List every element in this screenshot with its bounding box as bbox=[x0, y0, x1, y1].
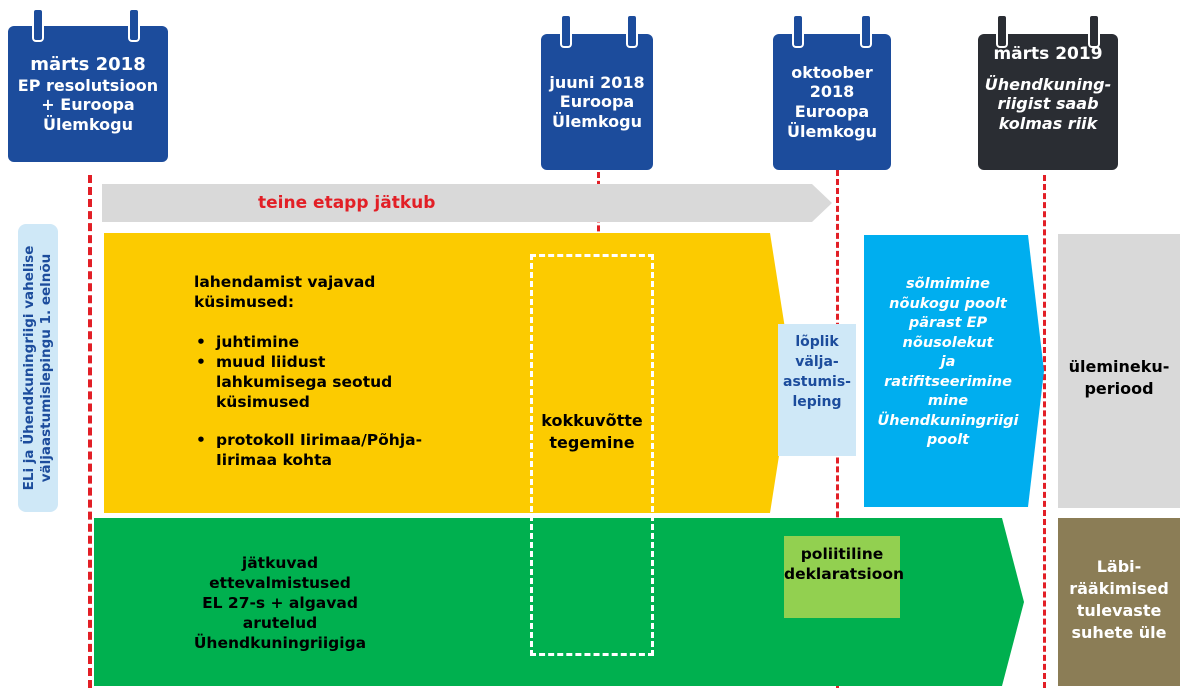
calendar-text-line: EP resolutsioon bbox=[17, 75, 159, 95]
calendar-text-line: Euroopa bbox=[559, 92, 635, 112]
conclusion-line: ratifitseerimine bbox=[884, 373, 1012, 390]
calendar-ring-icon bbox=[1088, 14, 1100, 48]
conclusion-line: sõlmimine bbox=[906, 276, 990, 292]
calendar-title: märts 2019 bbox=[993, 44, 1103, 64]
calendar-text-line: Ülemkogu bbox=[551, 111, 643, 131]
list-item: juhtimine bbox=[194, 332, 422, 352]
conclusion-block-shape bbox=[864, 235, 1044, 507]
timeline-line-mar2019 bbox=[1043, 175, 1046, 688]
conclusion-line: Ühendkuningriigi bbox=[877, 412, 1019, 429]
side-label-line: ELi ja Ühendkuningriigi vahelise bbox=[21, 245, 38, 491]
negotiations-line: tulevaste bbox=[1076, 601, 1162, 620]
calendar-text-line: juuni 2018 bbox=[549, 72, 645, 92]
conclusion-text: sõlmimine nõukogu poolt pärast EP nõusol… bbox=[866, 275, 1030, 451]
political-line: deklaratsioon bbox=[784, 565, 905, 583]
calendar-mar2018-body: märts 2018 EP resolutsioon + Euroopa Üle… bbox=[8, 26, 168, 162]
conclusion-line: nõukogu poolt bbox=[889, 295, 1007, 312]
final-agreement-line: astumis- bbox=[783, 374, 851, 390]
calendar-ring-icon bbox=[626, 14, 638, 48]
gray-arrow-label: teine etapp jätkub bbox=[258, 193, 436, 213]
political-declaration-box bbox=[784, 536, 900, 618]
calendar-jun2018-body: juuni 2018 Euroopa Ülemkogu bbox=[541, 34, 653, 170]
calendar-text-line: Ülemkogu bbox=[786, 121, 878, 141]
bullet-line: muud liidust bbox=[216, 353, 326, 371]
calendar-text-line: + Euroopa bbox=[41, 95, 135, 115]
gray-arrow-shape bbox=[102, 184, 832, 222]
summary-line: tegemine bbox=[549, 433, 635, 452]
summary-line: kokkuvõtte bbox=[541, 411, 643, 430]
side-label-text: ELi ja Ühendkuningriigi vahelise väljaas… bbox=[21, 246, 55, 491]
green-line: Ühendkuningriigiga bbox=[193, 634, 367, 652]
calendar-text-line: oktoober bbox=[791, 62, 873, 82]
final-agreement-line: leping bbox=[792, 394, 842, 410]
final-agreement-text: lõplik välja- astumis- leping bbox=[778, 332, 856, 412]
negotiations-box bbox=[1058, 518, 1180, 686]
transition-line: ülemineku- bbox=[1068, 357, 1170, 376]
conclusion-line: poolt bbox=[926, 432, 970, 448]
conclusion-line: ja bbox=[940, 354, 956, 370]
yellow-block-content: lahendamist vajavad küsimused: juhtimine… bbox=[194, 272, 422, 470]
calendar-text-line: Euroopa bbox=[794, 102, 870, 121]
green-line: EL 27-s + algavad bbox=[202, 594, 358, 612]
bullet-line: Iirimaa kohta bbox=[216, 451, 332, 469]
political-line: poliitiline bbox=[800, 545, 884, 563]
transition-line: periood bbox=[1084, 379, 1154, 398]
negotiations-line: suhete üle bbox=[1071, 623, 1167, 642]
final-agreement-line: välja- bbox=[795, 354, 839, 370]
calendar-ring-icon bbox=[128, 8, 140, 42]
green-line: jätkuvad bbox=[241, 554, 319, 572]
yellow-heading-line: lahendamist vajavad bbox=[194, 273, 376, 291]
timeline-line-mar2018 bbox=[88, 175, 92, 688]
summary-dashed-box bbox=[530, 254, 654, 656]
final-agreement-box bbox=[778, 324, 856, 456]
list-item: protokoll Iirimaa/Põhja- Iirimaa kohta bbox=[194, 430, 422, 470]
negotiations-text: Läbi- rääkimised tulevaste suhete üle bbox=[1058, 556, 1180, 644]
calendar-mar2019-body: märts 2019 Ühendkuning- riigist saab kol… bbox=[978, 34, 1118, 170]
negotiations-line: rääkimised bbox=[1069, 579, 1169, 598]
yellow-bullet-list: juhtimine muud liidust lahkumisega seotu… bbox=[194, 332, 422, 470]
bullet-line: protokoll Iirimaa/Põhja- bbox=[216, 431, 423, 449]
calendar-ring-icon bbox=[996, 14, 1008, 48]
conclusion-line: mine bbox=[927, 393, 969, 409]
calendar-text-line: Ülemkogu bbox=[42, 114, 134, 134]
calendar-ring-icon bbox=[32, 8, 44, 42]
negotiations-line: Läbi- bbox=[1096, 557, 1142, 576]
conclusion-line: pärast EP bbox=[908, 315, 988, 331]
green-block-text: jätkuvad ettevalmistused EL 27-s + algav… bbox=[190, 553, 370, 653]
yellow-heading-line: küsimused: bbox=[194, 293, 295, 311]
final-agreement-line: lõplik bbox=[795, 334, 839, 350]
calendar-ring-icon bbox=[792, 14, 804, 48]
calendar-text-line: riigist saab bbox=[997, 94, 1099, 114]
calendar-oct2018-body: oktoober 2018 Euroopa Ülemkogu bbox=[773, 34, 891, 170]
calendar-ring-icon bbox=[560, 14, 572, 48]
summary-text: kokkuvõtte tegemine bbox=[530, 410, 654, 454]
calendar-ring-icon bbox=[860, 14, 872, 48]
bullet-line: lahkumisega seotud bbox=[216, 373, 393, 391]
calendar-text-line: märts 2018 bbox=[30, 53, 146, 75]
conclusion-line: nõusolekut bbox=[902, 334, 994, 351]
list-item: muud liidust lahkumisega seotud küsimuse… bbox=[194, 352, 422, 412]
side-label-line: väljaastumislepingu 1. eelnõu bbox=[38, 253, 54, 483]
transition-period-text: ülemineku- periood bbox=[1058, 356, 1180, 400]
calendar-text-line: 2018 bbox=[809, 82, 855, 102]
green-line: arutelud bbox=[242, 614, 318, 632]
bullet-line: juhtimine bbox=[216, 333, 300, 351]
calendar-text-line: kolmas riik bbox=[998, 113, 1098, 133]
calendar-text-line: Ühendkuning- bbox=[984, 74, 1112, 94]
side-label-draft-agreement: ELi ja Ühendkuningriigi vahelise väljaas… bbox=[18, 224, 58, 512]
political-declaration-text: poliitiline deklaratsioon bbox=[784, 544, 905, 584]
green-line: ettevalmistused bbox=[209, 574, 351, 592]
transition-period-box bbox=[1058, 234, 1180, 508]
bullet-line: küsimused bbox=[216, 393, 310, 411]
